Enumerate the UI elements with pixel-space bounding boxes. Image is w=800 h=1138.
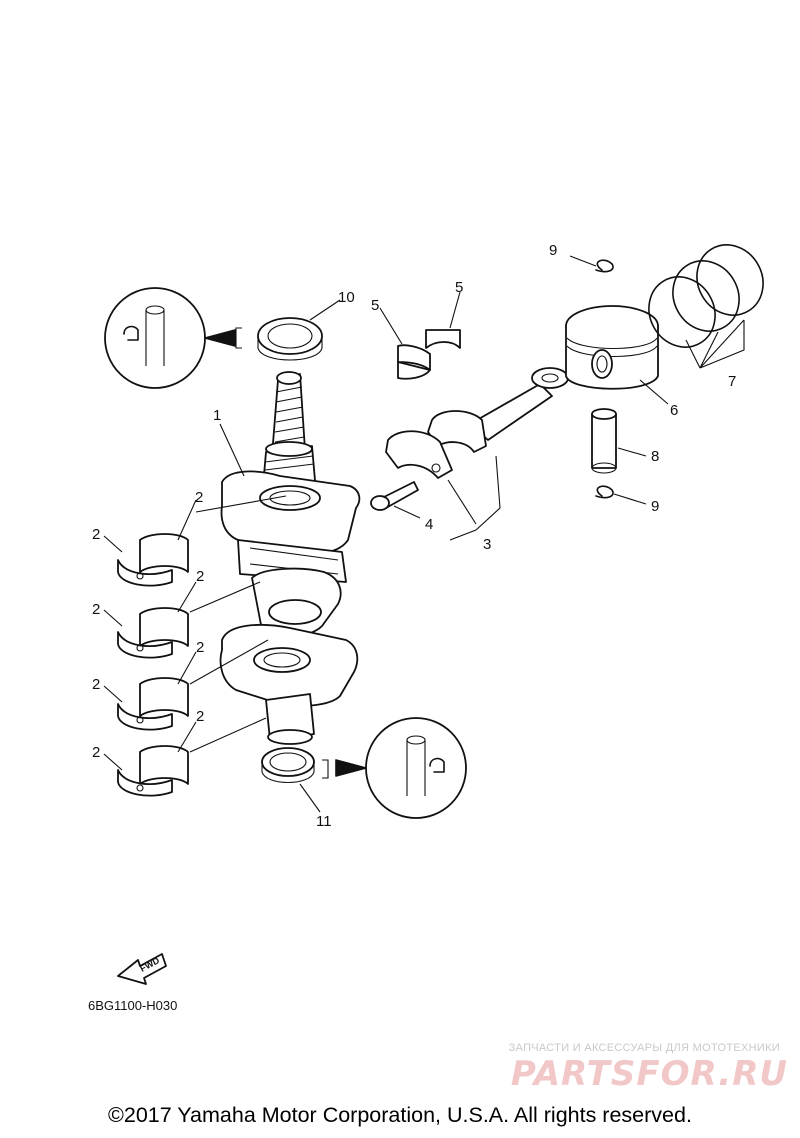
callout-5: 5: [371, 297, 379, 314]
callout-9: 9: [549, 242, 557, 259]
callout-4: 4: [425, 516, 433, 533]
lower-oil-seal[interactable]: [261, 747, 315, 783]
detail-view-lower-seal: [322, 717, 467, 819]
callout-10: 10: [338, 289, 355, 306]
watermark-logo: PARTSFOR.RU: [510, 1054, 788, 1094]
callout-6: 6: [670, 402, 678, 419]
callout-1: 1: [213, 407, 221, 424]
upper-oil-seal[interactable]: [257, 317, 323, 361]
watermark-tagline: ЗАПЧАСТИ И АКСЕССУАРЫ ДЛЯ МОТОТЕХНИКИ: [508, 1042, 780, 1054]
callout-2: 2: [196, 708, 204, 725]
callout-5: 5: [455, 279, 463, 296]
leader-lines: [103, 255, 745, 813]
callout-2: 2: [196, 639, 204, 656]
circlips[interactable]: [595, 259, 614, 499]
crankshaft[interactable]: [219, 371, 361, 745]
connecting-rod[interactable]: [385, 367, 569, 479]
piston-rings[interactable]: [636, 233, 775, 359]
fwd-arrow: FWD: [117, 953, 167, 985]
piston-pin[interactable]: [591, 408, 617, 474]
piston[interactable]: [565, 305, 659, 390]
callout-2: 2: [92, 676, 100, 693]
callout-11: 11: [316, 813, 332, 830]
callout-2: 2: [92, 526, 100, 543]
callout-2: 2: [196, 568, 204, 585]
rod-bolt[interactable]: [370, 481, 419, 511]
callout-2: 2: [195, 489, 203, 506]
callout-2: 2: [92, 601, 100, 618]
callout-8: 8: [651, 448, 659, 465]
callout-2: 2: [92, 744, 100, 761]
detail-view-upper-seal: [104, 287, 242, 389]
callout-7: 7: [728, 373, 736, 390]
copyright-footer: ©2017 Yamaha Motor Corporation, U.S.A. A…: [108, 1103, 692, 1127]
conrod-bearing-halves[interactable]: [397, 329, 461, 380]
callout-3: 3: [483, 536, 491, 553]
callout-9: 9: [651, 498, 659, 515]
diagram-code: 6BG1100-H030: [88, 998, 177, 1013]
callout-labels: 1 2 2 2 2 2 2 2 2 3 4 5 5 6 7 8 9 9 10 1…: [92, 242, 736, 830]
main-bearing-set[interactable]: [117, 533, 189, 797]
